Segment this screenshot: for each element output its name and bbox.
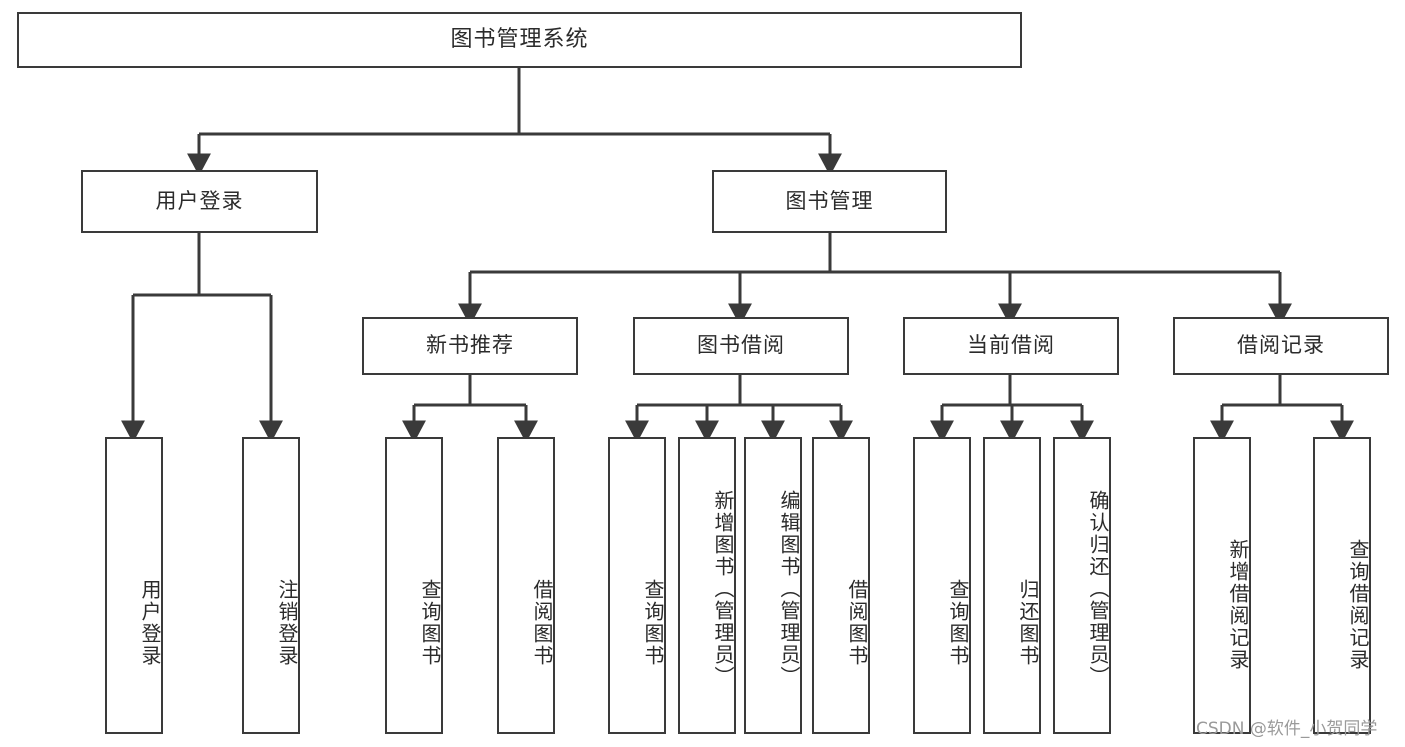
leaf-confirm-return[interactable]: 确认归还（管理员）: [1053, 437, 1111, 734]
node-label: 注销登录: [275, 578, 299, 667]
leaf-borrow-book-recommend[interactable]: 借阅图书: [497, 437, 555, 734]
node-label: 用户登录: [138, 578, 162, 667]
node-label: 新增借阅记录: [1226, 538, 1250, 671]
leaf-return-book[interactable]: 归还图书: [983, 437, 1041, 734]
node-label: 图书管理: [785, 188, 874, 213]
node-book-borrow[interactable]: 图书借阅: [633, 317, 849, 375]
node-borrow-record[interactable]: 借阅记录: [1173, 317, 1389, 375]
node-label: 编辑图书（管理员）: [777, 489, 801, 688]
node-label: 新增图书（管理员）: [711, 489, 735, 688]
leaf-query-book-recommend[interactable]: 查询图书: [385, 437, 443, 734]
node-label: 借阅图书: [845, 578, 869, 667]
leaf-user-logout[interactable]: 注销登录: [242, 437, 300, 734]
node-user-login[interactable]: 用户登录: [81, 170, 318, 233]
node-label: 查询借阅记录: [1346, 538, 1370, 671]
node-book-management[interactable]: 图书管理: [712, 170, 947, 233]
leaf-user-login[interactable]: 用户登录: [105, 437, 163, 734]
node-label: 借阅记录: [1237, 333, 1325, 358]
leaf-query-borrow-record[interactable]: 查询借阅记录: [1313, 437, 1371, 734]
leaf-borrow-book[interactable]: 借阅图书: [812, 437, 870, 734]
node-label: 当前借阅: [967, 333, 1055, 358]
leaf-query-book-current[interactable]: 查询图书: [913, 437, 971, 734]
leaf-add-borrow-record[interactable]: 新增借阅记录: [1193, 437, 1251, 734]
watermark-text: CSDN @软件_小贺同学: [1196, 719, 1378, 739]
node-label: 查询图书: [946, 578, 970, 667]
node-current-borrow[interactable]: 当前借阅: [903, 317, 1119, 375]
node-label: 图书借阅: [697, 333, 785, 358]
node-label: 确认归还（管理员）: [1086, 489, 1110, 688]
node-label: 查询图书: [418, 578, 442, 667]
leaf-edit-book[interactable]: 编辑图书（管理员）: [744, 437, 802, 734]
node-root-book-management-system[interactable]: 图书管理系统: [17, 12, 1022, 68]
node-label: 新书推荐: [426, 333, 514, 358]
leaf-query-book-borrow[interactable]: 查询图书: [608, 437, 666, 734]
node-new-book-recommend[interactable]: 新书推荐: [362, 317, 578, 375]
node-label: 查询图书: [641, 578, 665, 667]
node-label: 用户登录: [155, 188, 244, 213]
leaf-add-book[interactable]: 新增图书（管理员）: [678, 437, 736, 734]
node-label: 图书管理系统: [450, 26, 589, 52]
node-label: 借阅图书: [530, 578, 554, 667]
node-label: 归还图书: [1016, 578, 1040, 667]
